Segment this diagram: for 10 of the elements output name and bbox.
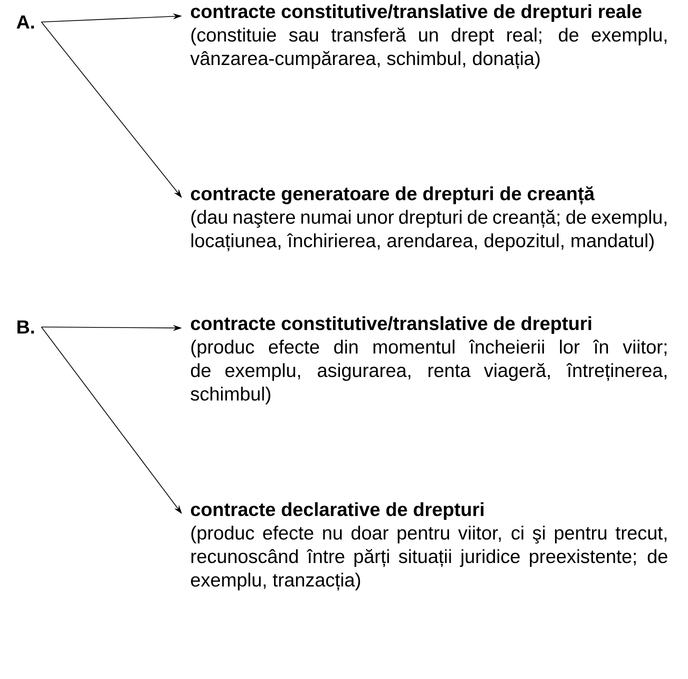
category-heading: contracte generatoare de drepturi de creanță xyxy=(190,186,595,205)
category-heading: contracte declarative de drepturi xyxy=(190,502,484,520)
description-text: (produc efecte din momentul încheierii lor în viitor; de exemplu, asigurarea, renta viageră, întreținerea, schimbul) xyxy=(190,340,666,404)
description-text: (dau naştere numai unor drepturi de creanță; de exemplu, locațiunea, închirierea, arendarea, depozitul, mandatul) xyxy=(191,210,666,252)
letter-label: B. xyxy=(17,320,34,334)
category-heading: contracte constitutive/translative de drepturi xyxy=(190,316,592,334)
description-text: (produc efecte nu doar pentru viitor, ci şi pentru trecut, recunoscând între părți situații juridice preexistente; de exemplu, tranzacția) xyxy=(191,526,668,590)
letter-label: A. xyxy=(16,15,34,29)
description-text: (constituie sau transferă un drept real; de exemplu, vânzarea-cumpărarea, schimbul, donația) xyxy=(190,27,666,69)
category-heading: contracte constitutive/translative de drepturi reale xyxy=(190,4,642,22)
